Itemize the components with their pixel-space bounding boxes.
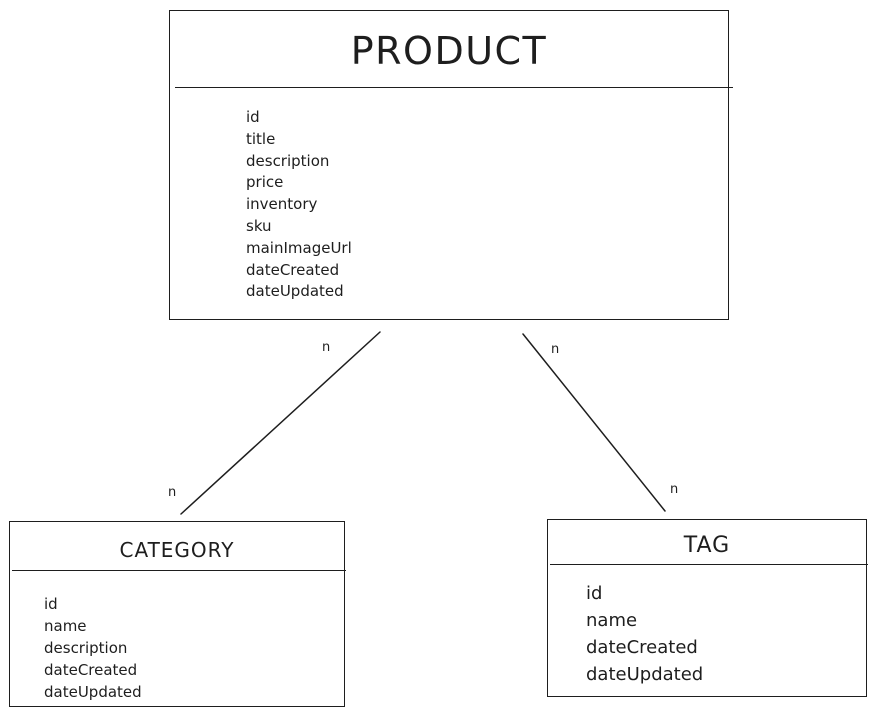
product-field: mainImageUrl [246, 238, 352, 257]
product-entity-title: PRODUCT [350, 29, 548, 73]
product-divider [175, 87, 733, 88]
tag-divider [550, 564, 868, 565]
tag-entity-title: TAG [683, 533, 731, 558]
category-field: dateCreated [44, 661, 138, 679]
category-field-list: id name description dateCreated dateUpda… [44, 593, 142, 703]
product-tag-line [522, 333, 666, 512]
category-field: name [44, 617, 87, 635]
product-field: dateCreated [246, 260, 340, 279]
product-field: title [246, 129, 276, 148]
tag-entity[interactable]: TAG id name dateCreated dateUpdated [547, 519, 868, 697]
tag-field: name [586, 610, 638, 631]
product-category-cardinality-category-end: n [168, 485, 177, 500]
tag-field: dateCreated [586, 637, 698, 658]
product-category-line [180, 331, 381, 515]
product-field: inventory [246, 195, 318, 214]
category-divider [12, 570, 346, 571]
product-field: price [246, 173, 284, 192]
category-entity-title: CATEGORY [119, 538, 235, 562]
category-field: dateUpdated [44, 683, 142, 701]
product-tag-cardinality-tag-end: n [670, 482, 679, 497]
product-field: description [246, 151, 330, 170]
product-field: sku [246, 216, 272, 235]
category-field: id [44, 595, 58, 613]
category-entity[interactable]: CATEGORY id name description dateCreated… [9, 521, 346, 707]
tag-field: dateUpdated [586, 664, 704, 685]
category-field: description [44, 639, 128, 657]
tag-field: id [586, 583, 603, 604]
product-entity[interactable]: PRODUCT id title description price inven… [169, 10, 733, 320]
product-field: dateUpdated [246, 282, 344, 301]
product-field: id [246, 108, 260, 126]
product-field-list: id title description price inventory sku… [246, 107, 352, 303]
tag-field-list: id name dateCreated dateUpdated [586, 580, 703, 688]
product-tag-cardinality-product-end: n [551, 342, 560, 357]
product-category-cardinality-product-end: n [322, 340, 331, 355]
